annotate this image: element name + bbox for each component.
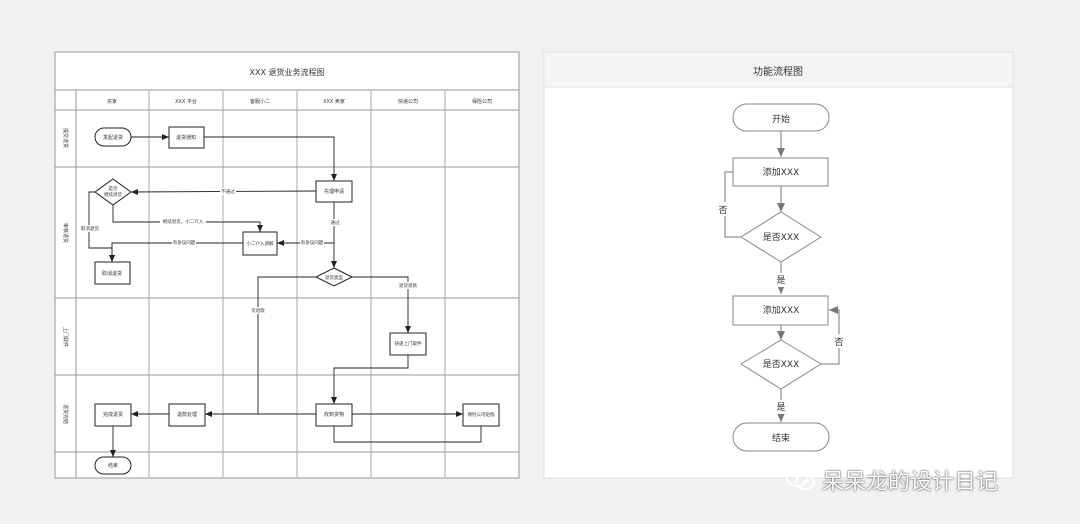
svg-text:完成退货: 完成退货 (103, 411, 123, 418)
function-flowchart: 功能流程图 开始 添加XXX 是否XXX 添加XXX 是否XXX 结束 否 是 (543, 51, 1014, 479)
flowchart-header (545, 53, 1012, 87)
svg-text:退款处理: 退款处理 (177, 411, 197, 418)
svg-text:添加XXX: 添加XXX (763, 167, 800, 178)
svg-text:添加XXX: 添加XXX (763, 305, 800, 316)
svg-text:先理申请: 先理申请 (324, 188, 344, 195)
wechat-icon (786, 468, 816, 492)
swimlane-frame (54, 51, 520, 479)
edge-label: 有争议问题 (173, 239, 196, 246)
edge-label: 有争议问题 (301, 239, 324, 246)
node-type-decision (314, 267, 354, 287)
svg-text:开始: 开始 (772, 113, 790, 125)
edge-label: 继续退货，小二介入 (163, 218, 204, 225)
edge-label: 退货退款 (399, 282, 417, 289)
watermark: 呆呆龙的设计日记 (786, 464, 998, 496)
svg-text:保险公司赔偿: 保险公司赔偿 (468, 411, 495, 418)
svg-text:退货通知: 退货通知 (176, 134, 196, 141)
edge (331, 355, 409, 404)
svg-text:收到货物: 收到货物 (324, 411, 344, 418)
edge-label-no: 否 (718, 205, 727, 216)
column-header: 保险公司 (472, 98, 492, 105)
column-header: 买家 (107, 98, 117, 105)
column-header: XXX 卖家 (323, 98, 345, 105)
lane-label: 审核退货 (62, 223, 69, 243)
start-node (732, 103, 830, 132)
svg-text:是否XXX: 是否XXX (763, 359, 800, 370)
edge (257, 276, 316, 414)
edge (333, 426, 482, 443)
flowchart-title: 功能流程图 (753, 65, 803, 78)
node-notify (168, 126, 205, 149)
decision-node-1 (740, 211, 822, 263)
svg-text:小二介入调解: 小二介入调解 (247, 240, 274, 247)
edge-label: 通过 (331, 219, 340, 226)
watermark-text: 呆呆龙的设计日记 (822, 470, 999, 495)
lane-label: 退货完结 (62, 404, 69, 424)
add-node-1 (732, 157, 829, 187)
column-header: 客服小二 (250, 98, 270, 105)
edge-label-no: 否 (834, 337, 843, 348)
svg-text:发起退货: 发起退货 (103, 134, 123, 141)
svg-text:快递上门取件: 快递上门取件 (395, 340, 422, 347)
svg-text:结束: 结束 (108, 462, 118, 469)
edge-label: 不通过 (221, 188, 235, 195)
column-header: 快递公司 (398, 98, 418, 105)
svg-text:退货类型: 退货类型 (325, 274, 343, 281)
continue-line-1: 是否 (109, 186, 118, 192)
add-node-2 (732, 295, 829, 326)
svg-text:是否XXX: 是否XXX (763, 232, 800, 243)
lane-label: 提交退货 (62, 128, 69, 148)
svg-text:结束: 结束 (772, 432, 790, 444)
end-node (732, 422, 830, 452)
continue-line-2: 继续退货 (104, 191, 122, 198)
edge-label-yes: 是 (776, 275, 785, 286)
edge (352, 276, 411, 333)
swimlane-title: XXX 退货业务流程图 (250, 67, 325, 77)
edge-label: 取消退货 (81, 225, 99, 232)
node-cancel (94, 261, 131, 285)
lane-label: 上门取件 (62, 327, 69, 347)
swimlane-diagram: XXX 退货业务流程图 买家 XXX 平台 客服小二 XXX 卖家 快递公司 保… (54, 51, 520, 479)
edge-label: 仅退款 (251, 307, 265, 314)
edge (109, 242, 243, 262)
edge (204, 136, 337, 181)
column-header: XXX 平台 (175, 98, 197, 105)
svg-text:取消退货: 取消退货 (102, 270, 122, 277)
decision-node-2 (740, 339, 822, 390)
edge-label-yes: 是 (776, 402, 785, 413)
